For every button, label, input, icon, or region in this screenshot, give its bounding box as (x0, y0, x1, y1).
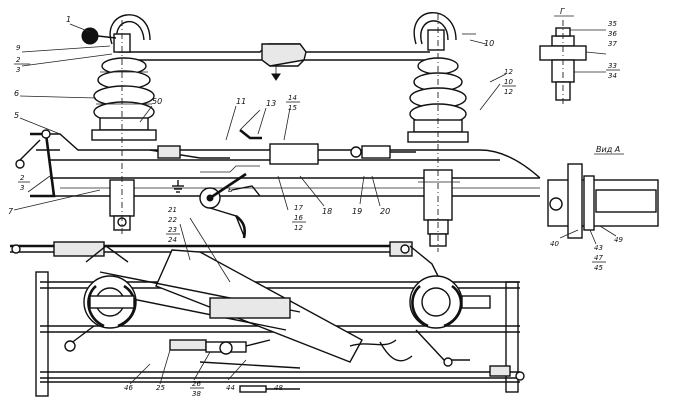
label-50: 50 (152, 97, 162, 106)
svg-text:ь: ь (228, 185, 233, 194)
label-14: 14 (288, 94, 297, 102)
label-48: 48 (274, 384, 283, 392)
label-18: 18 (322, 207, 332, 216)
label-12b: 12 (504, 88, 513, 96)
plan-view: 21 22 23 24 46 25 26 38 44 48 (10, 206, 525, 398)
label-11: 11 (236, 97, 246, 106)
label-17: 17 (294, 204, 303, 212)
label-40: 40 (550, 240, 559, 248)
right-pivot-shaft (418, 14, 460, 252)
label-21: 21 (168, 206, 177, 214)
label-37: 37 (608, 40, 617, 48)
diagonal-rod (87, 249, 363, 363)
label-10b: 10 (504, 78, 513, 86)
label-24: 24 (168, 236, 177, 244)
label-33: 33 (608, 62, 617, 70)
label-9: 9 (16, 44, 21, 52)
plan-leader-lines (129, 217, 247, 385)
label-45: 45 (594, 264, 603, 272)
label-13: 13 (266, 99, 276, 108)
view-a-title: Вид А (596, 145, 620, 154)
plan-linkage (169, 339, 525, 393)
label-22: 22 (168, 216, 177, 224)
label-20: 20 (380, 207, 390, 216)
operating-lever: ь (199, 172, 261, 239)
label-15: 15 (288, 104, 297, 112)
contact-blade (118, 43, 430, 81)
leader-lines (13, 23, 507, 211)
label-2: 2 (16, 56, 21, 64)
ground-symbol (172, 180, 184, 193)
knob-ball (81, 27, 117, 45)
label-7: 7 (8, 207, 14, 216)
left-insulator (91, 14, 157, 141)
label-43: 43 (594, 244, 603, 252)
drive-mechanism (149, 109, 416, 173)
label-1: 1 (66, 15, 71, 24)
label-47: 47 (594, 254, 603, 262)
label-5: 5 (14, 111, 19, 120)
label-23: 23 (168, 226, 177, 234)
label-12: 12 (504, 68, 513, 76)
label-35: 35 (608, 20, 617, 28)
label-44: 44 (226, 384, 235, 392)
label-12c: 12 (294, 224, 303, 232)
label-19: 19 (352, 207, 362, 216)
label-10: 10 (484, 39, 494, 48)
section-g-title: Г (560, 7, 565, 16)
label-49: 49 (614, 236, 623, 244)
label-3b: 3 (20, 184, 24, 192)
label-34: 34 (608, 72, 617, 80)
label-38: 38 (192, 390, 201, 398)
label-16: 16 (294, 214, 303, 222)
label-36: 36 (608, 30, 617, 38)
label-3: 3 (16, 66, 20, 74)
label-26: 26 (192, 380, 201, 388)
left-pivot-shaft (109, 20, 135, 236)
left-contact-head (64, 245, 137, 352)
right-contact-head (409, 245, 491, 367)
tie-rod (10, 241, 413, 257)
label-25: 25 (156, 384, 165, 392)
view-a: Вид А 40 43 47 45 49 (547, 145, 659, 272)
label-2b: 2 (20, 174, 25, 182)
right-insulator (407, 12, 476, 143)
section-g-view: Г 35 36 37 33 34 (539, 7, 620, 106)
label-6: 6 (14, 89, 19, 98)
label-46: 46 (124, 384, 133, 392)
elevation-view: ь (8, 12, 541, 252)
